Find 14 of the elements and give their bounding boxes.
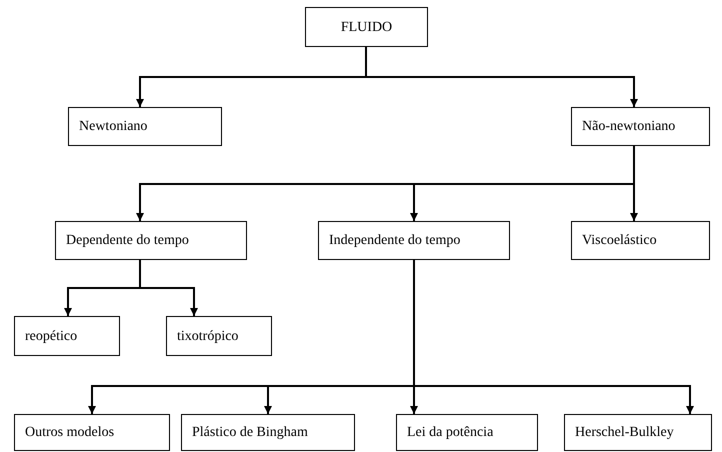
arrow bbox=[365, 47, 638, 107]
box: Herschel-Bulkley bbox=[564, 414, 712, 451]
box: Não-newtoniano bbox=[571, 107, 710, 146]
box: FLUIDO bbox=[305, 7, 428, 47]
box: reopético bbox=[14, 316, 120, 356]
box: tixotrópico bbox=[166, 316, 272, 356]
box: Lei da potência bbox=[396, 414, 538, 451]
box: Independente do tempo bbox=[318, 221, 510, 260]
box: Plástico de Bingham bbox=[181, 414, 355, 451]
box: Viscoelástico bbox=[571, 221, 710, 260]
arrow bbox=[630, 146, 638, 221]
box: Outros modelos bbox=[14, 414, 170, 451]
box: Dependente do tempo bbox=[55, 221, 247, 260]
box: Newtoniano bbox=[68, 107, 222, 146]
